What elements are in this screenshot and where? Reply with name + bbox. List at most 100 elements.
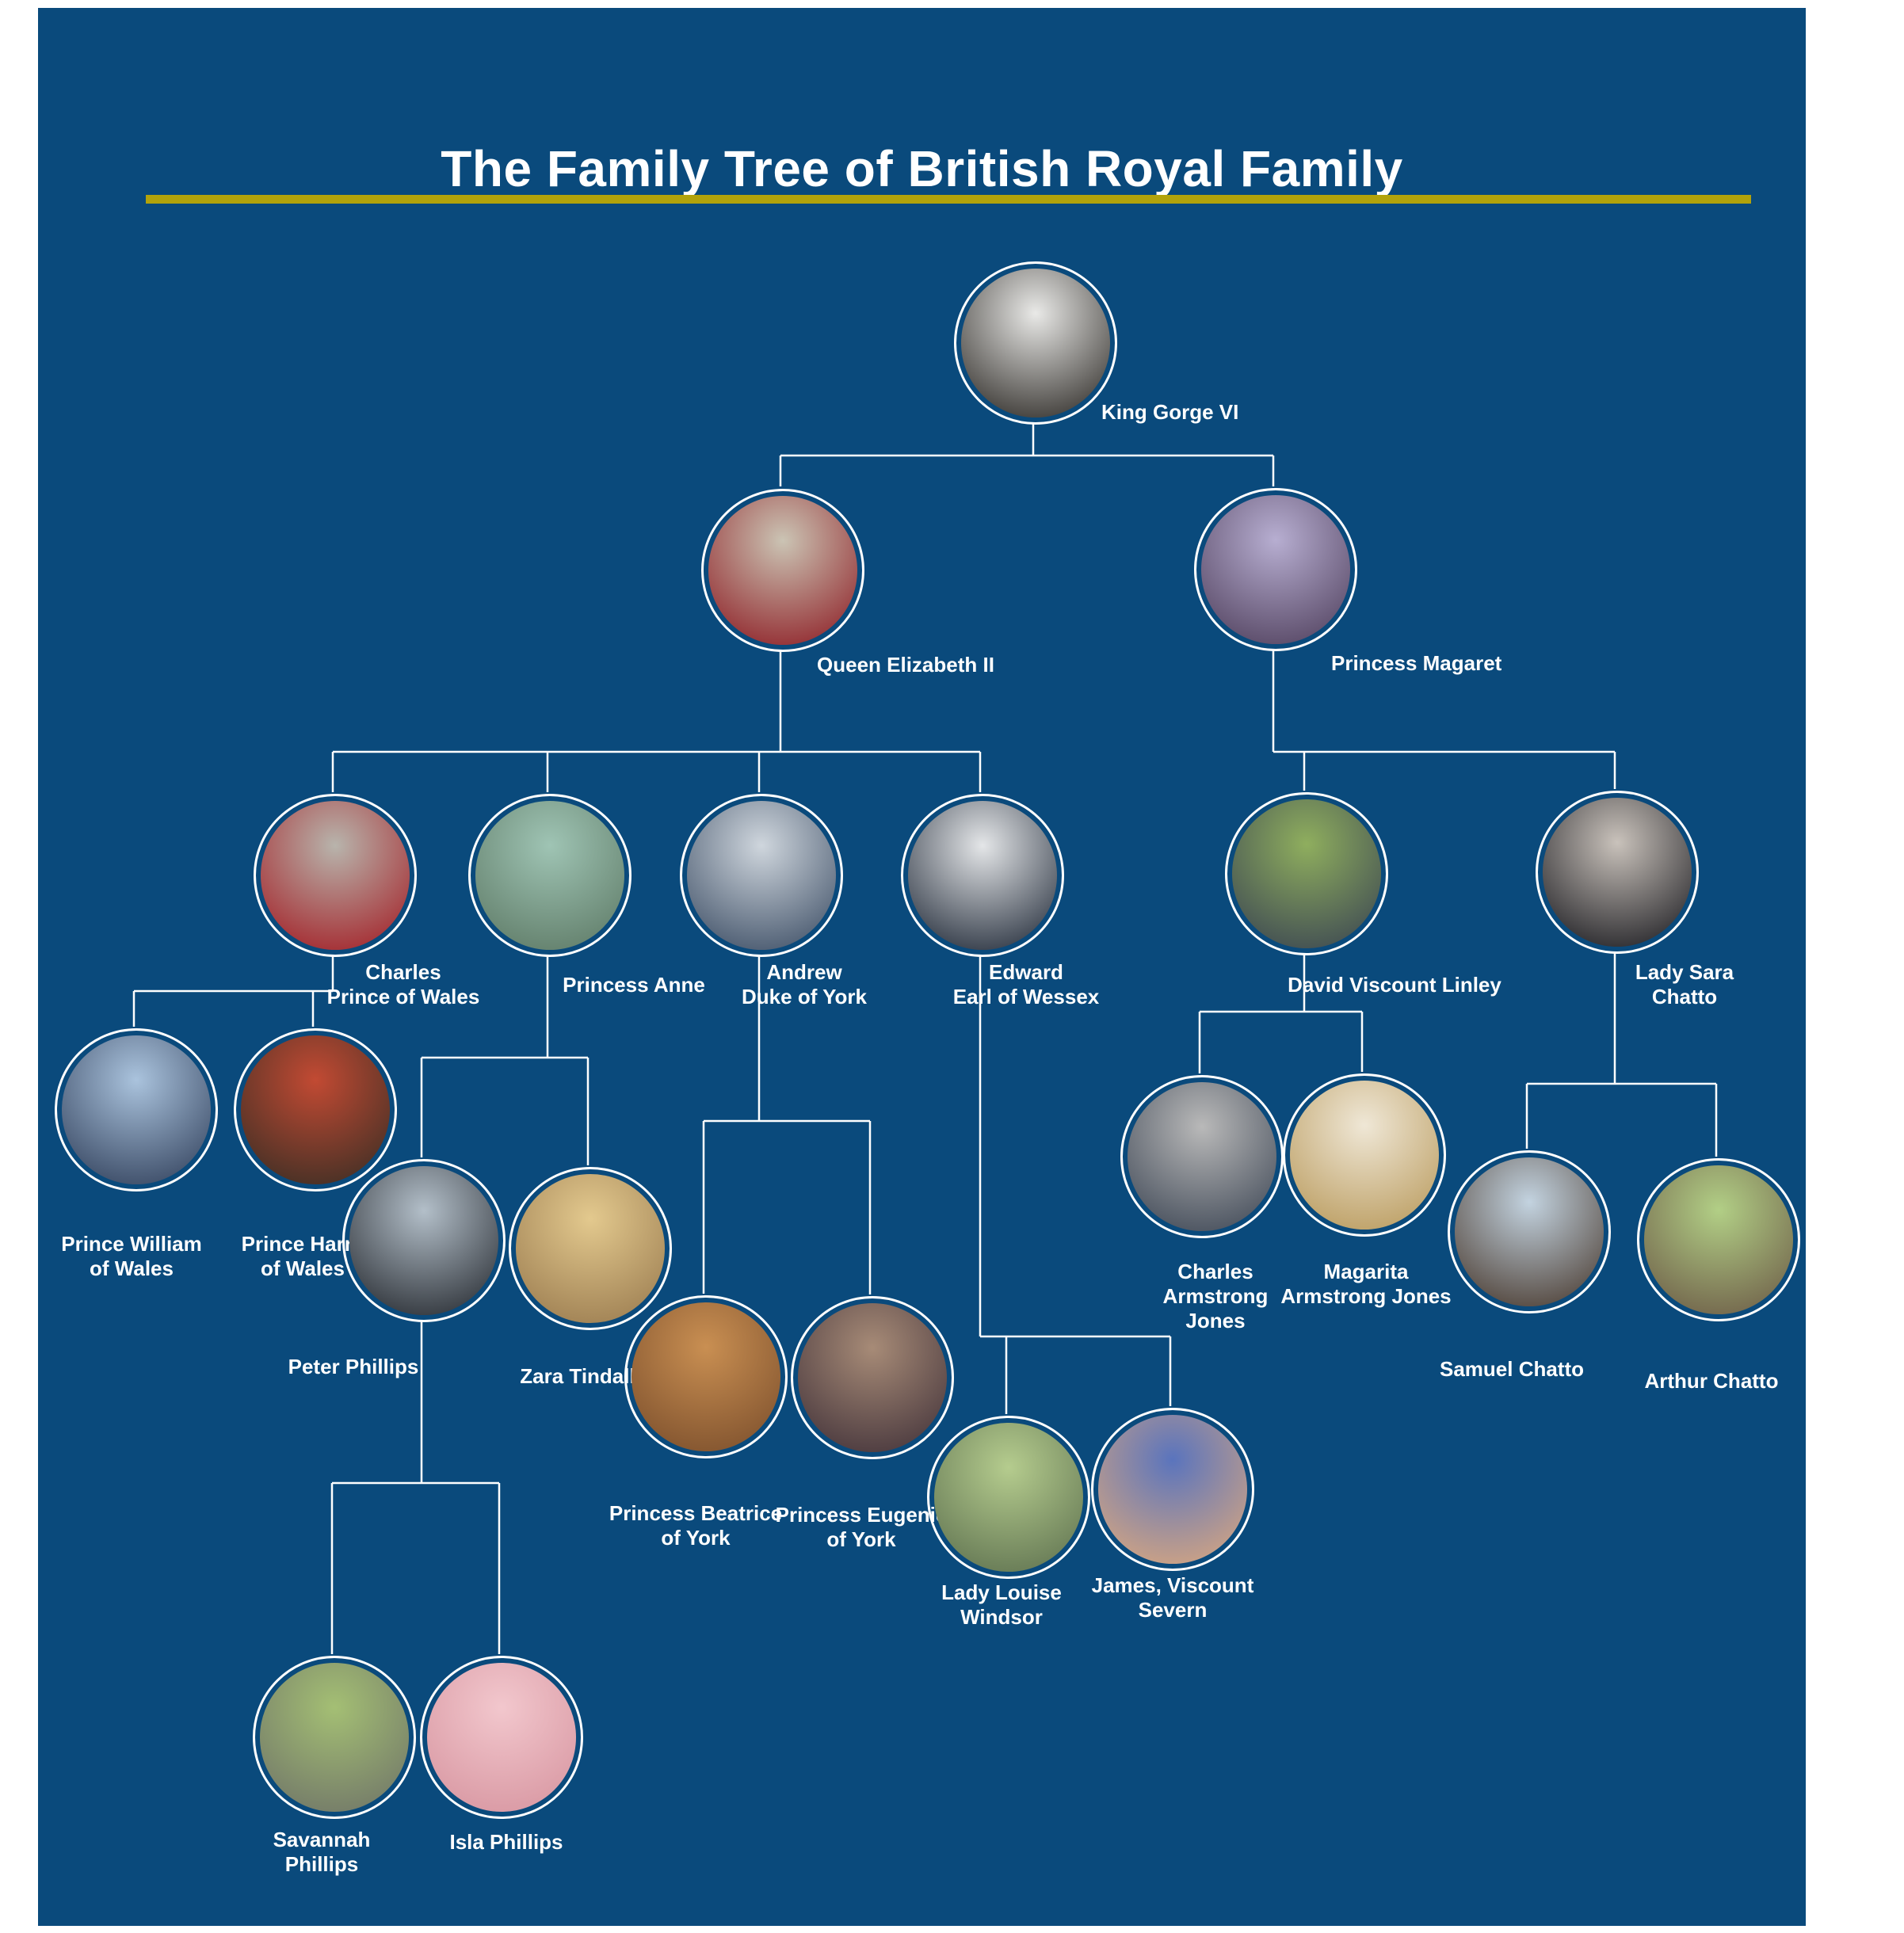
person-photo <box>1128 1082 1276 1231</box>
person-label-line: Isla Phillips <box>449 1830 563 1854</box>
person-label-line: of York <box>826 1527 896 1551</box>
person-node-princess-margaret <box>1194 488 1357 651</box>
person-label-line: Duke of York <box>742 985 867 1008</box>
person-label-line: Charles <box>1177 1260 1253 1283</box>
person-photo <box>798 1303 947 1452</box>
person-label: Samuel Chatto <box>1274 1357 1749 1382</box>
person-node-zara-tindall <box>509 1167 672 1330</box>
person-label-line: Armstrong <box>1162 1284 1269 1308</box>
person-label-line: Princess Eugenie <box>775 1503 948 1527</box>
person-label-line: Princess Beatrice <box>609 1501 783 1525</box>
person-photo <box>687 801 836 950</box>
person-photo <box>1543 798 1692 947</box>
person-label-line: James, Viscount <box>1091 1573 1254 1597</box>
person-label-line: Lady Sara <box>1635 960 1734 984</box>
person-label: Queen Elizabeth II <box>817 653 994 677</box>
person-node-lady-louise-windsor <box>927 1416 1090 1579</box>
person-label-line: Arthur Chatto <box>1644 1369 1779 1393</box>
person-photo <box>934 1423 1083 1572</box>
person-photo <box>1290 1081 1439 1230</box>
person-node-andrew-duke-of-york <box>680 794 843 957</box>
person-label-line: of Wales <box>90 1256 174 1280</box>
person-node-savannah-phillips <box>253 1656 416 1819</box>
person-label-line: Chatto <box>1651 985 1718 1008</box>
person-label-line: Lady Louise <box>941 1580 1062 1604</box>
person-photo <box>708 496 857 645</box>
person-label-line: Charles <box>365 960 441 984</box>
person-label: Zara Tindall <box>340 1364 815 1389</box>
person-node-peter-phillips <box>342 1159 506 1322</box>
person-label-line: Savannah <box>273 1828 371 1851</box>
person-label: David Viscount Linley <box>1157 973 1632 997</box>
person-photo <box>261 801 410 950</box>
person-node-arthur-chatto <box>1637 1158 1800 1321</box>
person-photo <box>260 1663 409 1812</box>
person-label-line: Prince of Wales <box>326 985 480 1008</box>
person-photo <box>427 1663 576 1812</box>
person-node-charles-prince-of-wales <box>254 794 417 957</box>
person-node-princess-eugenie-of-york <box>791 1296 954 1459</box>
person-label: Isla Phillips <box>269 1830 744 1855</box>
person-photo <box>1098 1415 1247 1564</box>
person-node-king-george-vi <box>954 261 1117 425</box>
person-photo <box>1201 495 1350 644</box>
person-photo <box>349 1166 498 1315</box>
person-node-princess-beatrice-of-york <box>624 1295 788 1458</box>
person-node-charles-armstrong-jones <box>1120 1075 1284 1238</box>
person-label-line: Armstrong Jones <box>1280 1284 1452 1308</box>
person-photo <box>1644 1165 1793 1314</box>
person-photo <box>1455 1157 1604 1306</box>
person-label: Arthur Chatto <box>1474 1369 1904 1394</box>
person-photo <box>1232 799 1381 948</box>
person-label-line: Severn <box>1138 1598 1208 1622</box>
person-label: Peter Phillips <box>116 1355 591 1379</box>
person-node-lady-sara-chatto <box>1536 791 1699 954</box>
person-photo <box>241 1035 390 1184</box>
person-node-edward-earl-of-wessex <box>901 794 1064 957</box>
person-label-line: Queen Elizabeth II <box>817 653 994 677</box>
person-label: Princess Magaret <box>1331 651 1501 676</box>
person-label-line: Princess Magaret <box>1331 651 1502 675</box>
person-label-line: Princess Anne <box>563 973 705 997</box>
person-photo <box>62 1035 211 1184</box>
person-photo <box>908 801 1057 950</box>
person-label-line: Jones <box>1185 1309 1246 1333</box>
person-label-line: Earl of Wessex <box>952 985 1100 1008</box>
person-node-princess-anne <box>468 794 631 957</box>
person-label-line: King Gorge VI <box>1101 400 1239 424</box>
person-label-line: of Wales <box>261 1256 345 1280</box>
person-label: Princess Anne <box>396 973 872 997</box>
person-node-samuel-chatto <box>1448 1150 1611 1313</box>
person-label-line: Edward <box>989 960 1063 984</box>
person-node-magarita-armstrong-jones <box>1283 1073 1446 1237</box>
page-title: The Family Tree of British Royal Family <box>441 139 1403 197</box>
person-label-line: of York <box>661 1526 731 1550</box>
person-photo <box>631 1302 780 1451</box>
person-label-line: Peter Phillips <box>288 1355 419 1378</box>
person-label-line: David Viscount Linley <box>1288 973 1501 997</box>
person-label-line: Prince William <box>61 1232 202 1256</box>
person-photo <box>475 801 624 950</box>
title-underline <box>146 195 1751 204</box>
person-label-line: Magarita <box>1323 1260 1409 1283</box>
person-node-david-viscount-linley <box>1225 792 1388 955</box>
person-node-james-viscount-severn <box>1091 1408 1254 1571</box>
person-node-queen-elizabeth-ii <box>701 489 864 652</box>
person-label-line: Phillips <box>284 1852 359 1876</box>
person-node-prince-william-of-wales <box>55 1028 218 1191</box>
person-node-prince-harry-of-wales <box>234 1028 397 1191</box>
